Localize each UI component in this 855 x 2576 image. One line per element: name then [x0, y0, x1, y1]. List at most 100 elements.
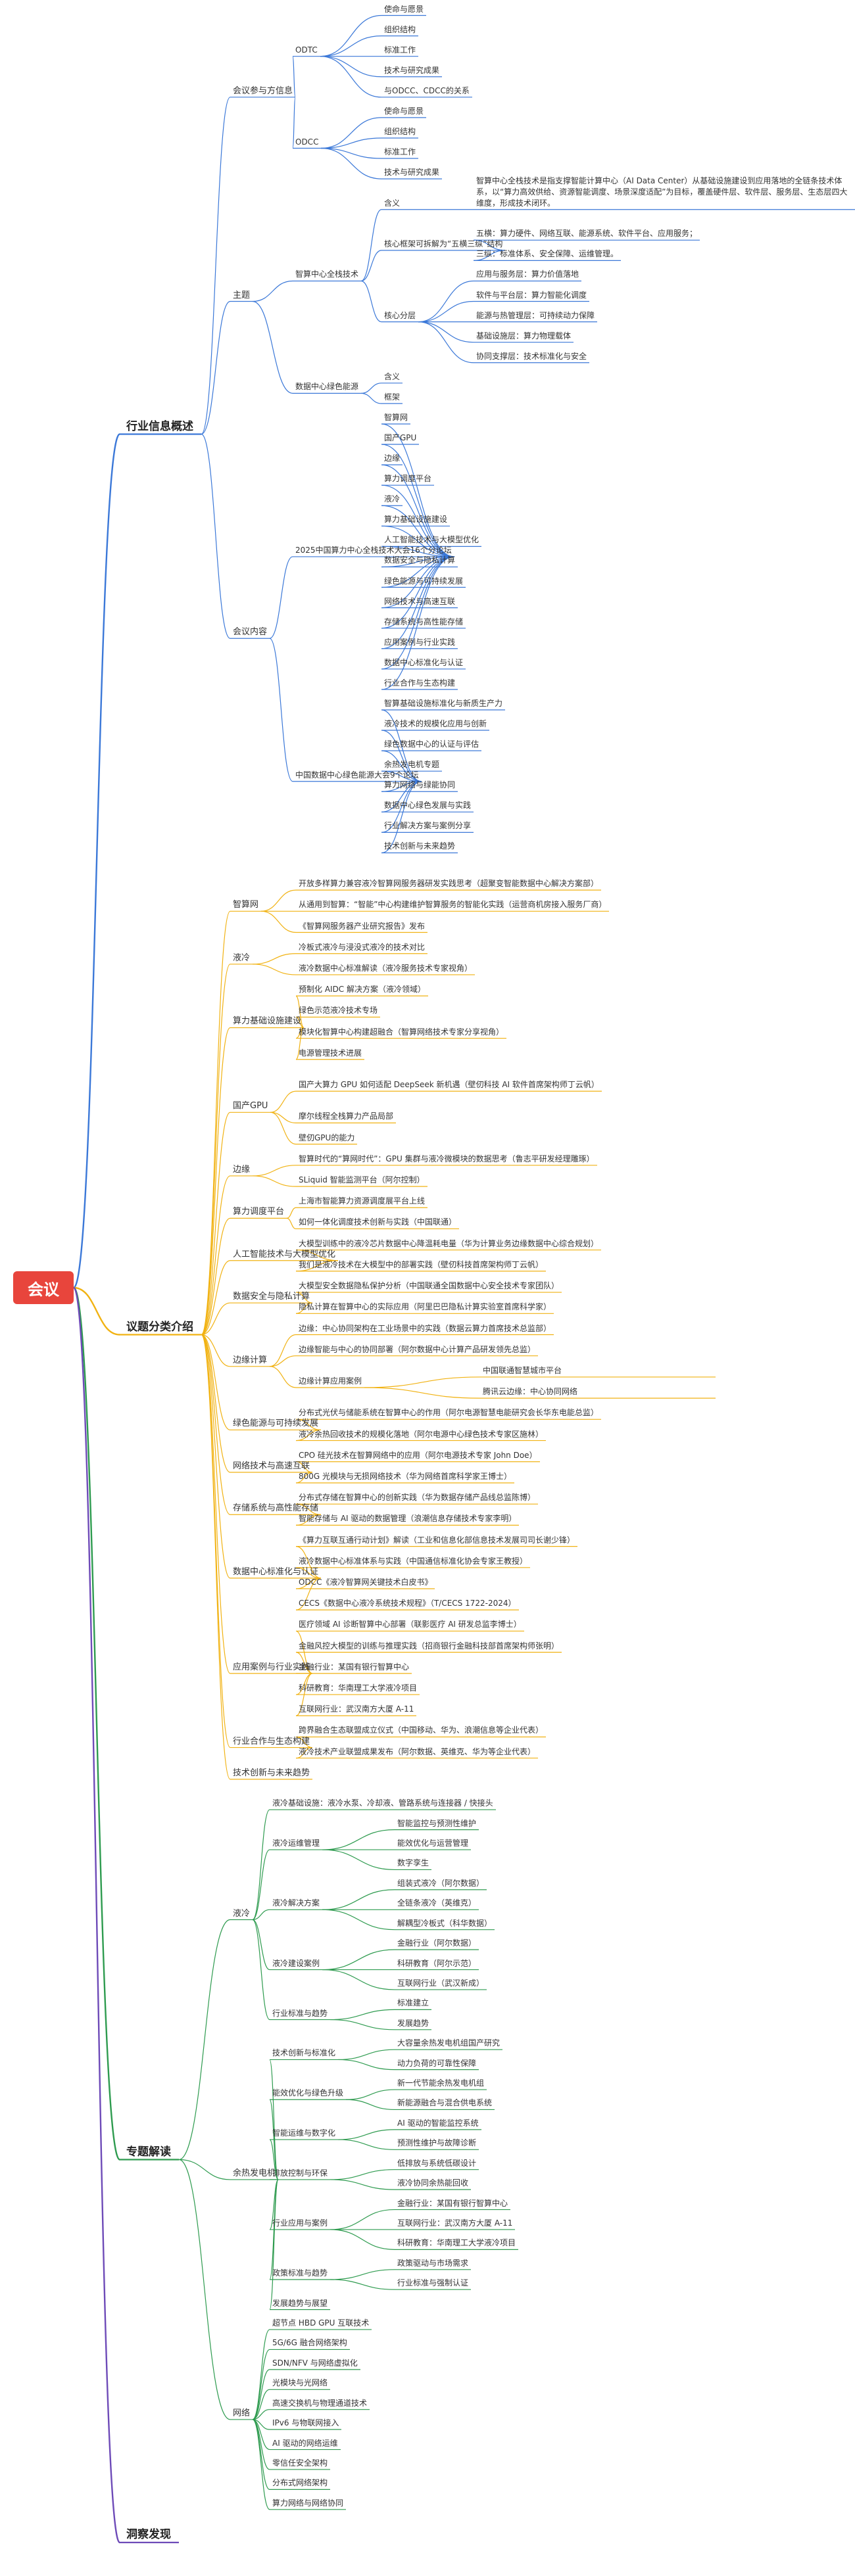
mind-map-node[interactable]: 科研教育：华南理工大学液冷项目: [299, 1683, 418, 1693]
mind-map-node[interactable]: 能效优化与绿色升级: [272, 2088, 344, 2098]
mind-map-node[interactable]: 边缘: [384, 454, 401, 463]
mind-map-node[interactable]: 液冷技术的规模化应用与创新: [384, 719, 487, 729]
mind-map-node[interactable]: 金融行业：某国有银行智算中心: [299, 1662, 410, 1672]
mind-map-node[interactable]: 算力基础设施建设: [233, 1016, 302, 1027]
mind-map-node[interactable]: 液冷技术产业联盟成果发布（阿尔数据、英维克、华为等企业代表）: [299, 1746, 536, 1756]
branch-title-b1[interactable]: 行业信息概述: [126, 419, 193, 433]
mind-map-node[interactable]: 使命与愿景: [384, 106, 424, 116]
mind-map-node[interactable]: 算力调度平台: [233, 1207, 285, 1217]
mind-map-node[interactable]: 分布式存储在智算中心的创新实践（华为数据存储产品线总监陈博）: [299, 1493, 536, 1503]
mind-map-node[interactable]: 协同支撑层：技术标准化与安全: [476, 351, 587, 361]
mind-map-node[interactable]: 液冷基础设施：液冷水泵、冷却液、管路系统与连接器 / 快接头: [272, 1798, 493, 1808]
mind-map-node[interactable]: 互联网行业：武汉南方大厦 A-11: [397, 2218, 513, 2228]
mind-map-node[interactable]: 分布式网络架构: [272, 2478, 328, 2488]
mind-map-node[interactable]: 智能监控与预测性维护: [397, 1818, 477, 1828]
mind-map-node[interactable]: 摩尔线程全栈算力产品局部: [299, 1112, 394, 1121]
mind-map-node[interactable]: 液冷: [233, 952, 251, 963]
mind-map-node[interactable]: 网络技术与高速互联: [384, 596, 456, 606]
mind-map-node[interactable]: 医疗领域 AI 诊断智算中心部署（联影医疗 AI 研发总监李博士）: [299, 1620, 522, 1629]
mind-map-node[interactable]: 液冷解决方案: [272, 1898, 320, 1908]
mind-map-node[interactable]: 国产GPU: [233, 1101, 268, 1112]
mind-map-node[interactable]: 数据中心标准化与认证: [384, 657, 464, 667]
mind-map-node[interactable]: 智算中心全栈技术: [295, 269, 359, 279]
branch-title-b2[interactable]: 议题分类介绍: [126, 1320, 193, 1334]
mind-map-node[interactable]: 《智算网服务器产业研究报告》发布: [299, 921, 426, 931]
mind-map-node[interactable]: 解耦型冷板式（科华数据）: [397, 1918, 493, 1928]
mind-map-node[interactable]: 能源与热管理层：可持续动力保障: [476, 310, 595, 320]
mind-map-node[interactable]: 高速交换机与物理通道技术: [272, 2398, 368, 2408]
mind-map-node[interactable]: 网络: [233, 2408, 251, 2418]
mind-map-node[interactable]: 发展趋势: [397, 2018, 429, 2028]
mind-map-node[interactable]: 低排放与系统低碳设计: [397, 2158, 477, 2168]
mind-map-node[interactable]: 含义: [384, 371, 401, 381]
mind-map-node[interactable]: 排放控制与环保: [272, 2168, 328, 2178]
mind-map-node[interactable]: 标准工作: [384, 45, 416, 55]
mind-map-node[interactable]: 含义: [384, 198, 401, 208]
mind-map-node[interactable]: 边缘智能与中心的协同部署（阿尔数据中心计算产品研发领先总监）: [299, 1344, 536, 1354]
mind-map-node[interactable]: 上海市智能算力资源调度展平台上线: [299, 1196, 426, 1206]
mind-map-node[interactable]: 液冷: [384, 494, 401, 504]
mind-map-node[interactable]: 科研教育：华南理工大学液冷项目: [397, 2238, 516, 2248]
mind-map-node[interactable]: 《算力互联互通行动计划》解读（工业和信息化部信息技术发展司司长谢少锋）: [299, 1535, 575, 1545]
mind-map-node[interactable]: ODTC: [295, 45, 318, 55]
mind-map-node[interactable]: 腾讯云边缘：中心协同网络: [483, 1387, 578, 1397]
mind-map-node[interactable]: 互联网行业：武汉南方大厦 A-11: [299, 1704, 414, 1714]
mind-map-node[interactable]: 数据安全与隐私计算: [384, 555, 456, 565]
mind-map-node[interactable]: 组织结构: [384, 126, 416, 136]
mind-map-node[interactable]: 技术创新与未来趋势: [384, 841, 456, 851]
mind-map-node[interactable]: 绿色能源与可持续发展: [233, 1418, 319, 1429]
mind-map-node[interactable]: 模块化智算中心构建超融合（智算网络技术专家分享视角）: [299, 1027, 504, 1037]
mind-map-node[interactable]: 800G 光模块与无损网络技术（华为网络首席科学家王博士）: [299, 1471, 512, 1481]
mind-map-node[interactable]: 电源管理技术进展: [299, 1048, 362, 1058]
mind-map-node[interactable]: 技术与研究成果: [384, 65, 440, 75]
branch-title-b4[interactable]: 洞察发现: [126, 2528, 171, 2541]
mind-map-node[interactable]: SLiquid 智能监测平台（阿尔控制）: [299, 1175, 425, 1185]
mind-map-node[interactable]: 2025中国算力中心全栈技术大会16个分论坛: [295, 545, 452, 555]
mind-map-node[interactable]: 基础设施层：算力物理载体: [476, 331, 572, 340]
mind-map-node[interactable]: IPv6 与物联网接入: [272, 2418, 339, 2428]
mind-map-node[interactable]: 会议内容: [233, 627, 268, 638]
mind-map-node[interactable]: 技术创新与标准化: [272, 2048, 336, 2058]
mind-map-node[interactable]: 五横：算力硬件、网络互联、能源系统、软件平台、应用服务；: [476, 229, 698, 239]
mind-map-node[interactable]: 余热发电机专题: [384, 760, 440, 770]
mind-map-node[interactable]: 预制化 AIDC 解决方案（液冷领域）: [299, 985, 426, 995]
mind-map-node[interactable]: 应用与服务层：算力价值落地: [476, 269, 579, 279]
mind-map-node[interactable]: 智算网: [384, 412, 408, 422]
mind-map-node[interactable]: 余热发电机: [233, 2168, 276, 2178]
mind-map-node[interactable]: 政策驱动与市场需求: [397, 2258, 469, 2268]
mind-map-node[interactable]: 智算基础设施标准化与新质生产力: [384, 698, 503, 708]
mind-map-node[interactable]: 液冷数据中心标准解读（液冷服务技术专家视角）: [299, 963, 473, 973]
mind-map-node[interactable]: 液冷建设案例: [272, 1958, 320, 1968]
mind-map-node[interactable]: 标准建立: [397, 1998, 429, 2008]
mind-map-node[interactable]: 大模型训练中的液冷芯片数据中心降温耗电量（华为计算业务边缘数据中心综合规划）: [299, 1238, 599, 1248]
mind-map-node[interactable]: 存储系统与高性能存储: [233, 1503, 319, 1514]
mind-map-node[interactable]: 大容量余热发电机组国产研究: [397, 2038, 501, 2048]
mind-map-node[interactable]: 智算时代的“算网时代”：GPU 集群与液冷微模块的数据思考（鲁志平研发经理雕琢）: [299, 1154, 595, 1163]
mind-map-node[interactable]: 行业标准与强制认证: [397, 2278, 469, 2288]
mind-map-node[interactable]: 液冷协同余热能回收: [397, 2178, 469, 2188]
mind-map-node[interactable]: 国产大算力 GPU 如何适配 DeepSeek 新机遇（壁仞科技 AI 软件首席…: [299, 1080, 599, 1090]
mind-map-node[interactable]: 国产GPU: [384, 433, 417, 443]
mind-map-node[interactable]: 行业标准与趋势: [272, 2008, 328, 2018]
mind-map-node[interactable]: 算力基础设施建设: [384, 515, 448, 525]
mind-map-node[interactable]: 会议参与方信息: [233, 85, 293, 96]
root-node[interactable]: 会议: [13, 1271, 74, 1304]
mind-map-node[interactable]: 边缘: [233, 1164, 251, 1175]
mind-map-node[interactable]: 网络技术与高速互联: [233, 1461, 310, 1471]
mind-map-node[interactable]: 全链条液冷（英维克）: [397, 1898, 477, 1908]
mind-map-node[interactable]: 金融行业（阿尔数据）: [397, 1938, 477, 1948]
mind-map-node[interactable]: 新一代节能余热发电机组: [397, 2078, 485, 2088]
mind-map-node[interactable]: 开放多样算力兼容液冷智算网服务器研发实践思考（超聚变智能数据中心解决方案部）: [299, 879, 599, 889]
mind-map-node[interactable]: 跨界融合生态联盟成立仪式（中国移动、华为、浪潮信息等企业代表）: [299, 1725, 544, 1735]
mind-map-node[interactable]: 绿色数据中心的认证与评估: [384, 739, 479, 749]
mind-map-node[interactable]: 核心分层: [384, 310, 416, 320]
mind-map-node[interactable]: 组织结构: [384, 24, 416, 34]
mind-map-node[interactable]: 行业解决方案与案例分享: [384, 821, 472, 831]
mind-map-node[interactable]: 冷板式液冷与浸没式液冷的技术对比: [299, 942, 426, 952]
mind-map-node[interactable]: 算力调度平台: [384, 474, 432, 484]
mind-map-node[interactable]: 金融行业：某国有银行智算中心: [397, 2198, 508, 2208]
mind-map-node[interactable]: 能效优化与运营管理: [397, 1838, 469, 1848]
mind-map-node[interactable]: 隐私计算在智算中心的实际应用（阿里巴巴隐私计算实验室首席科学家）: [299, 1302, 552, 1312]
mind-map-node[interactable]: CECS《数据中心液冷系统技术规程》（T/CECS 1722-2024）: [299, 1599, 516, 1608]
mind-map-node[interactable]: 大模型安全数据隐私保护分析（中国联通全国数据中心安全技术专家团队）: [299, 1281, 560, 1291]
